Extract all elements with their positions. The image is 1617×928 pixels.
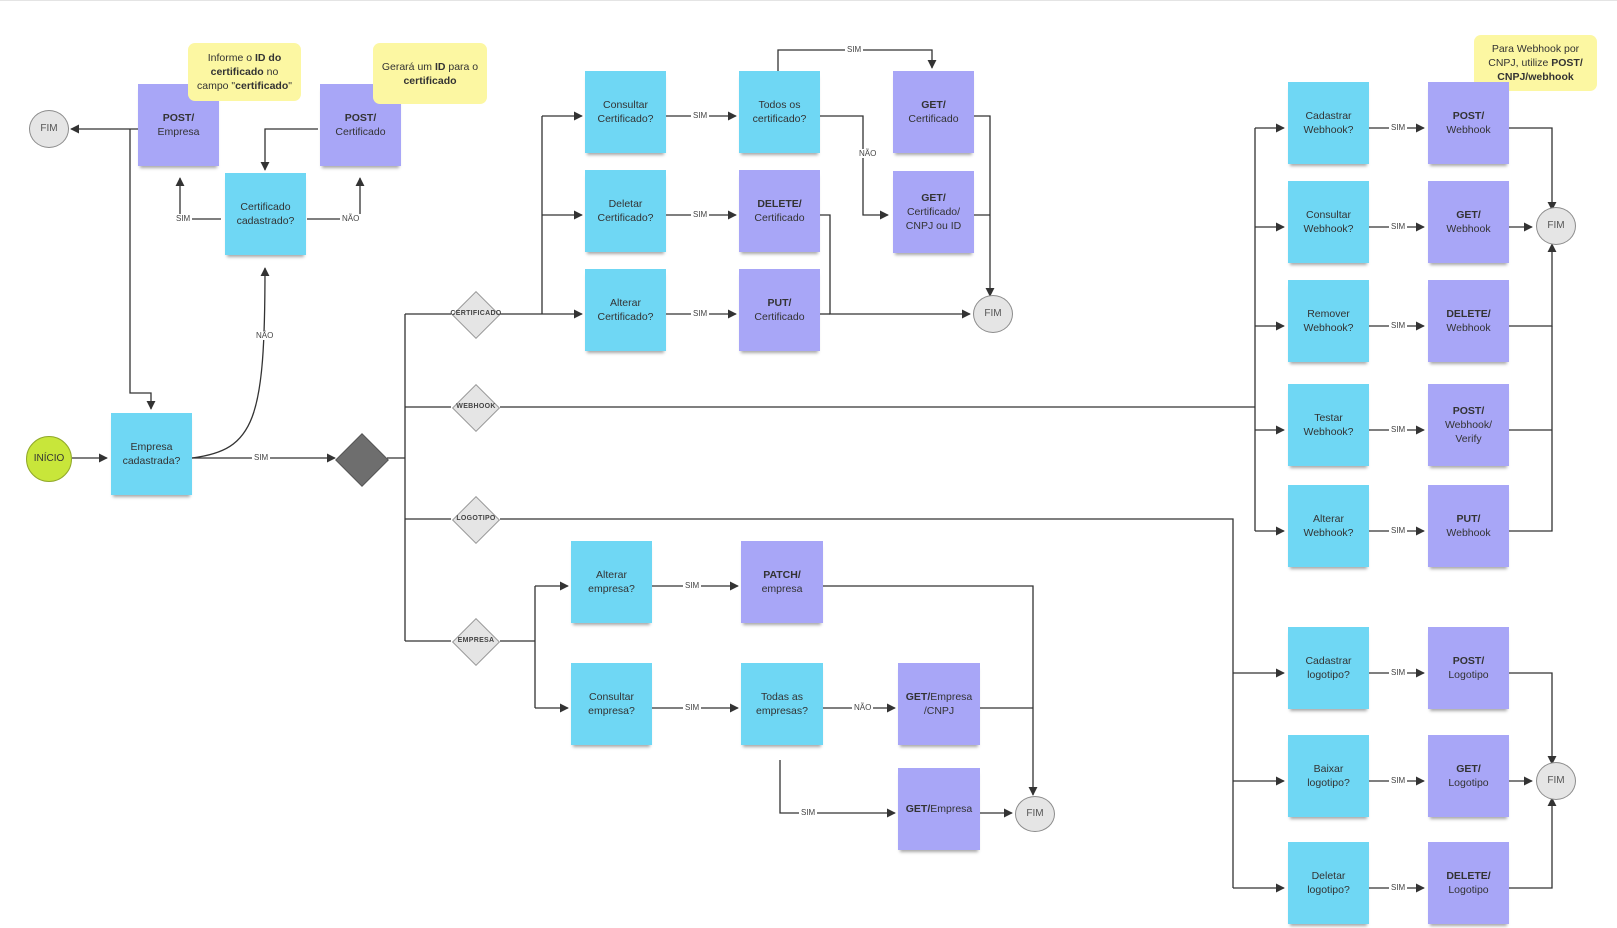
put-certificado-endpoint[interactable]: PUT/Certificado	[739, 269, 820, 351]
edge-label-sim: SIM	[1389, 776, 1408, 785]
post-webhook-endpoint[interactable]: POST/Webhook	[1428, 82, 1509, 164]
edge-label-sim: SIM	[683, 703, 702, 712]
alterar-empresa-question[interactable]: Alterar empresa?	[571, 541, 652, 623]
edge-label-sim: SIM	[683, 581, 702, 590]
edge-label-sim: SIM	[1389, 123, 1408, 132]
path: Certificado	[335, 126, 386, 138]
patch-empresa-endpoint[interactable]: PATCH/empresa	[741, 541, 823, 623]
edge-label-sim: SIM	[845, 45, 864, 54]
delete-logotipo-endpoint[interactable]: DELETE/Logotipo	[1428, 842, 1509, 924]
method: POST/	[162, 112, 195, 124]
edge-label-sim: SIM	[252, 453, 271, 462]
consultar-webhook-question[interactable]: Consultar Webhook?	[1288, 181, 1369, 263]
note-generate-id: Gerará um ID para o certificado	[373, 43, 487, 104]
path: Empresa	[157, 126, 200, 138]
end-node[interactable]: FIM	[1015, 796, 1055, 832]
deletar-certificado-question[interactable]: Deletar Certificado?	[585, 170, 666, 252]
edge-label-sim: SIM	[799, 808, 818, 817]
cadastrar-logotipo-question[interactable]: Cadastrar logotipo?	[1288, 627, 1369, 709]
edge-label-sim: SIM	[174, 214, 193, 223]
branch-label-logotipo: LOGOTIPO	[456, 515, 496, 522]
end-node[interactable]: FIM	[1536, 762, 1576, 800]
post-webhook-verify-endpoint[interactable]: POST/Webhook/ Verify	[1428, 384, 1509, 466]
alterar-certificado-question[interactable]: Alterar Certificado?	[585, 269, 666, 351]
delete-webhook-endpoint[interactable]: DELETE/Webhook	[1428, 280, 1509, 362]
get-webhook-endpoint[interactable]: GET/Webhook	[1428, 181, 1509, 263]
get-empresa-cnpj-endpoint[interactable]: GET/Empresa /CNPJ	[898, 663, 980, 745]
method: POST/	[344, 112, 377, 124]
start-node[interactable]: INÍCIO	[26, 436, 72, 482]
edge-label-sim: SIM	[1389, 883, 1408, 892]
end-node[interactable]: FIM	[1536, 207, 1576, 245]
edge-label-nao: NÃO	[857, 149, 879, 158]
remover-webhook-question[interactable]: Remover Webhook?	[1288, 280, 1369, 362]
delete-certificado-endpoint[interactable]: DELETE/Certificado	[739, 170, 820, 252]
edge-label-nao: NÃO	[852, 703, 874, 712]
end-node[interactable]: FIM	[29, 110, 69, 148]
consultar-empresa-question[interactable]: Consultar empresa?	[571, 663, 652, 745]
end-node[interactable]: FIM	[973, 295, 1013, 333]
edge-label-sim: SIM	[691, 210, 710, 219]
baixar-logotipo-question[interactable]: Baixar logotipo?	[1288, 735, 1369, 817]
edge-label-sim: SIM	[1389, 668, 1408, 677]
branch-label-empresa: EMPRESA	[457, 637, 495, 644]
consultar-certificado-question[interactable]: Consultar Certificado?	[585, 71, 666, 153]
testar-webhook-question[interactable]: Testar Webhook?	[1288, 384, 1369, 466]
edge-label-sim: SIM	[1389, 526, 1408, 535]
note-webhook-cnpj: Para Webhook por CNPJ, utilize POST/ CNP…	[1474, 35, 1597, 91]
edge-label-nao: NÃO	[340, 214, 362, 223]
edge-label-nao: NÃO	[254, 331, 276, 340]
todas-empresas-question[interactable]: Todas as empresas?	[741, 663, 823, 745]
alterar-webhook-question[interactable]: Alterar Webhook?	[1288, 485, 1369, 567]
top-divider	[0, 0, 1617, 1]
post-logotipo-endpoint[interactable]: POST/Logotipo	[1428, 627, 1509, 709]
certificado-cadastrado-question[interactable]: Certificado cadastrado?	[225, 173, 306, 255]
get-certificado-cnpj-endpoint[interactable]: GET/Certificado/ CNPJ ou ID	[893, 171, 974, 253]
todos-certificados-question[interactable]: Todos os certificado?	[739, 71, 820, 153]
deletar-logotipo-question[interactable]: Deletar logotipo?	[1288, 842, 1369, 924]
branch-label-certificado: CERTIFICADO	[450, 310, 502, 317]
empresa-cadastrada-question[interactable]: Empresa cadastrada?	[111, 413, 192, 495]
edge-label-sim: SIM	[1389, 222, 1408, 231]
edge-label-sim: SIM	[691, 111, 710, 120]
get-certificado-endpoint[interactable]: GET/Certificado	[893, 71, 974, 153]
branch-label-webhook: WEBHOOK	[456, 403, 496, 410]
put-webhook-endpoint[interactable]: PUT/Webhook	[1428, 485, 1509, 567]
cadastrar-webhook-question[interactable]: Cadastrar Webhook?	[1288, 82, 1369, 164]
edge-label-sim: SIM	[691, 309, 710, 318]
get-empresa-endpoint[interactable]: GET/Empresa	[898, 768, 980, 850]
edge-label-sim: SIM	[1389, 425, 1408, 434]
edge-label-sim: SIM	[1389, 321, 1408, 330]
note-certificate-id: Informe o ID do certificado no campo "ce…	[188, 43, 301, 101]
get-logotipo-endpoint[interactable]: GET/Logotipo	[1428, 735, 1509, 817]
